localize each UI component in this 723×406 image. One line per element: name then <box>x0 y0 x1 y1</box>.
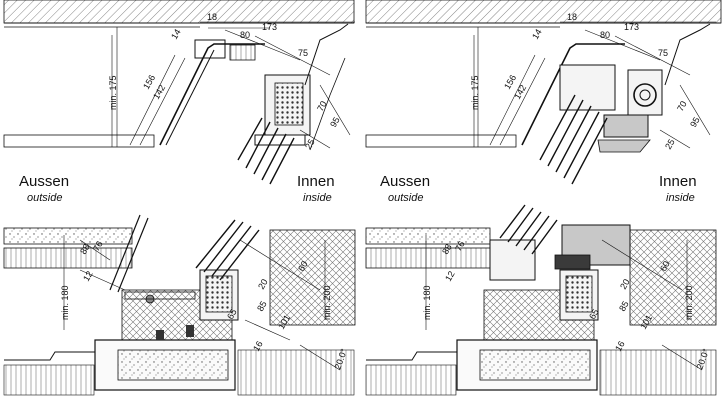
beam-wood <box>3 227 133 245</box>
dim-88-right: 88 <box>440 242 454 256</box>
dim-173: 173 <box>262 22 277 32</box>
dim-76-right: 76 <box>453 239 467 253</box>
insulation-block <box>269 229 356 326</box>
dim-60: 60 <box>296 259 310 273</box>
label-outside-de-right: Aussen <box>380 173 430 190</box>
dim-80-right: 80 <box>600 30 610 40</box>
ceiling-hatch-right <box>365 0 722 24</box>
dim-14: 14 <box>169 27 183 41</box>
dim-min200-right: min. 200 <box>684 285 694 320</box>
dim-142: 142 <box>151 83 167 101</box>
dim-85-right: 85 <box>617 299 631 313</box>
dim-16-right: 16 <box>613 339 627 353</box>
dim-88: 88 <box>78 242 92 256</box>
dim-173-right: 173 <box>624 22 639 32</box>
glazing-bars <box>237 117 295 185</box>
panel-bottom-left: min. 180 88 76 12 60 20 65 85 101 16 min… <box>3 214 356 396</box>
dim-12-right: 12 <box>443 269 457 283</box>
frame-profile-bottom-right <box>489 239 599 321</box>
dim-25-right: 25 <box>663 137 677 151</box>
dim-min180-right: min. 180 <box>422 285 432 320</box>
label-inside-de-right: Innen <box>659 173 697 190</box>
dim-25: 25 <box>303 137 317 151</box>
dim-60-right: 60 <box>658 259 672 273</box>
dim-20: 20 <box>256 277 270 291</box>
dim-min175: min. 175 <box>108 75 118 110</box>
dim-14-right: 14 <box>530 27 544 41</box>
ceiling-hatch <box>3 0 355 24</box>
blind-roller-icon <box>633 83 657 107</box>
dim-75-right: 75 <box>658 48 668 58</box>
dim-18: 18 <box>207 12 217 22</box>
label-inside-de-left: Innen <box>297 173 335 190</box>
dim-142-right: 142 <box>512 83 528 101</box>
label-outside-en-right: outside <box>388 192 423 204</box>
dim-min175-right: min. 175 <box>470 75 480 110</box>
label-outside-en-left: outside <box>27 192 62 204</box>
panel-top-right: 18 173 14 80 75 70 95 25 156 142 min. 17… <box>365 0 722 185</box>
dim-lines-top-left <box>111 21 355 149</box>
glass-pane-outer <box>159 43 265 146</box>
dim-65: 65 <box>225 307 239 321</box>
dim-95-right: 95 <box>688 115 702 129</box>
frame-profile-bottom <box>199 269 239 321</box>
panel-top-left: 18 173 14 80 75 70 95 25 156 142 min. 17… <box>3 0 355 185</box>
label-inside-en-left: inside <box>303 192 332 204</box>
dim-65-right: 65 <box>587 307 601 321</box>
frame-profile-top-right <box>559 64 663 153</box>
dim-76: 76 <box>91 239 105 253</box>
dim-75: 75 <box>298 48 308 58</box>
dim-min200: min. 200 <box>322 285 332 320</box>
dim-20-right: 20 <box>618 277 632 291</box>
dim-70-right: 70 <box>675 99 689 113</box>
dim-16: 16 <box>251 339 265 353</box>
sill-board <box>3 134 155 148</box>
label-outside-de-left: Aussen <box>19 173 69 190</box>
dim-80: 80 <box>240 30 250 40</box>
dim-18-right: 18 <box>567 12 577 22</box>
dim-85: 85 <box>255 299 269 313</box>
dim-70: 70 <box>315 99 329 113</box>
dim-12: 12 <box>81 269 95 283</box>
panel-bottom-right: min. 180 88 76 12 60 20 65 85 101 16 min… <box>365 204 717 396</box>
dim-95: 95 <box>328 115 342 129</box>
label-inside-en-right: inside <box>666 192 695 204</box>
dim-min180: min. 180 <box>60 285 70 320</box>
